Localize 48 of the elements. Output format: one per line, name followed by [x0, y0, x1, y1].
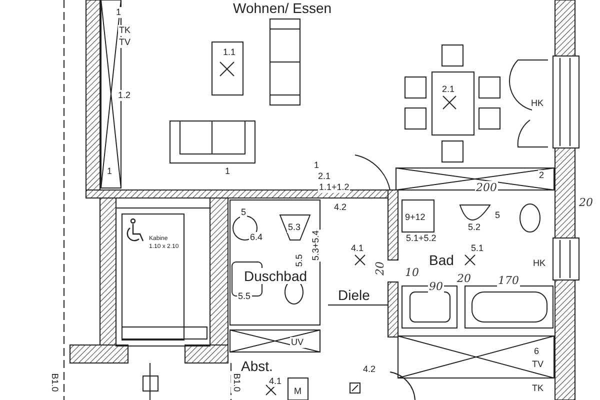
- fixture-number: 1.2: [117, 90, 132, 101]
- fixture-number: 9+12: [404, 212, 426, 223]
- fixture-number: 1: [313, 160, 320, 171]
- meter-label: M: [293, 386, 302, 397]
- fixture-number: 6.4: [249, 232, 264, 243]
- fixture-number: 1.1: [222, 47, 237, 58]
- dimension-text: 90: [428, 280, 444, 293]
- room-name: Wohnen/ Essen: [232, 0, 333, 16]
- fixture-number: 4.2: [362, 364, 377, 375]
- axis-label: B1.0: [230, 372, 242, 393]
- fixture-number: 2.1: [317, 171, 332, 182]
- fixture-number: 4.2: [333, 202, 348, 213]
- room-name: Bad: [428, 252, 455, 268]
- fixture-number: 4.1: [350, 243, 365, 254]
- fixture-number: 4.1: [268, 376, 283, 387]
- fixture-number: 2: [538, 170, 546, 181]
- socket-symbol-label: TK: [118, 25, 132, 36]
- room-name: Diele: [337, 287, 371, 303]
- dimension-text: 20: [374, 260, 386, 276]
- fixture-number: 5.5: [237, 291, 252, 302]
- fixture-number: 6: [533, 346, 540, 357]
- fixture-number: 5.3: [287, 222, 302, 233]
- panel-label: UV: [290, 337, 305, 348]
- fixture-number: 5.5: [294, 253, 305, 268]
- fixture-number: 1: [106, 166, 114, 177]
- dimension-text: 10: [404, 266, 420, 279]
- fixture-number: 5.2: [467, 222, 482, 233]
- socket-symbol-label: TV: [531, 359, 545, 370]
- fixture-number: 1.1+1.2: [318, 182, 350, 193]
- dimension-text: 20: [578, 196, 594, 209]
- fixture-number: 1: [115, 7, 122, 18]
- fixture-number: 1: [224, 166, 232, 177]
- radiator-label: HK: [532, 258, 547, 269]
- axis-label: B1.0: [48, 372, 60, 393]
- dimension-text: 170: [497, 274, 520, 287]
- fixture-number: 5.1: [470, 243, 485, 254]
- room-name: Duschbad: [243, 268, 308, 284]
- fixture-number: 5.1+5.2: [405, 233, 438, 244]
- radiator-label: HK: [530, 98, 545, 109]
- fixture-number: 5.3+5.4: [310, 229, 322, 262]
- fixture-number: 5: [240, 207, 248, 218]
- room-name: Abst.: [240, 358, 274, 374]
- socket-symbol-label: TV: [118, 37, 132, 48]
- dimension-text: 200: [475, 181, 498, 194]
- fixture-number: 5: [494, 210, 502, 221]
- socket-symbol-label: TK: [531, 383, 545, 394]
- fixture-number: 2.1: [441, 84, 456, 95]
- dimension-text: 20: [456, 272, 472, 285]
